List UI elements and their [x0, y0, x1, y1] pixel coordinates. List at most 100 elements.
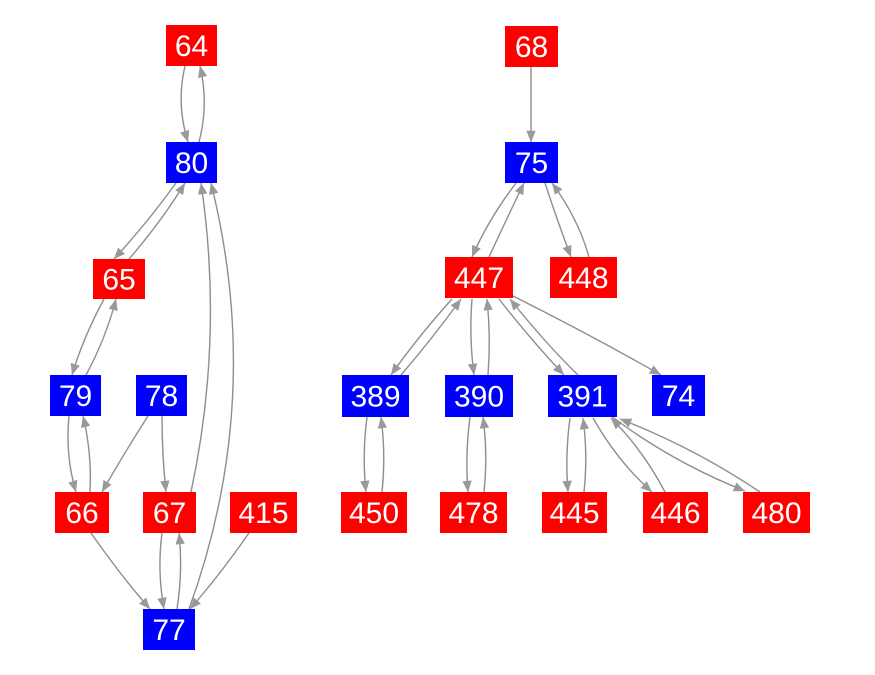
edge-391-446	[592, 417, 653, 493]
node-label: 66	[65, 497, 98, 530]
edge-480-391	[619, 418, 761, 493]
node-box	[143, 609, 195, 650]
edge-450-389	[377, 416, 388, 493]
node-391: 391	[548, 375, 617, 417]
node-box	[230, 492, 297, 533]
node-label: 478	[448, 497, 498, 530]
node-label: 450	[349, 497, 399, 530]
node-68: 68	[505, 26, 558, 67]
node-label: 75	[515, 147, 548, 180]
edge-446-391	[610, 417, 666, 493]
edge-65-80	[128, 182, 186, 260]
node-box	[550, 257, 617, 298]
edge-79-66	[67, 415, 78, 493]
node-80: 80	[166, 142, 217, 183]
node-75: 75	[505, 142, 558, 183]
edge-75-447	[471, 182, 517, 258]
node-box	[445, 257, 513, 298]
node-box	[542, 492, 607, 533]
node-450: 450	[341, 492, 407, 533]
node-label: 80	[175, 147, 208, 180]
node-box	[505, 26, 558, 67]
node-390: 390	[445, 375, 513, 417]
edge-447-75	[488, 182, 525, 258]
node-78: 78	[136, 375, 187, 416]
node-label: 446	[650, 497, 700, 530]
node-label: 480	[751, 497, 801, 530]
edge-391-480	[610, 415, 746, 492]
edge-78-67	[160, 415, 170, 493]
node-box	[143, 492, 196, 533]
edge-77-67	[175, 532, 185, 610]
node-label: 64	[175, 30, 208, 63]
edge-390-478	[462, 416, 472, 493]
edge-447-74	[512, 295, 662, 376]
edge-66-79	[81, 415, 92, 493]
node-label: 391	[557, 381, 607, 414]
edge-448-75	[551, 182, 590, 258]
node-label: 390	[454, 381, 504, 414]
edge-80-64	[198, 65, 208, 143]
node-box	[93, 259, 145, 299]
node-label: 447	[454, 262, 504, 295]
node-65: 65	[93, 259, 145, 299]
node-label: 67	[153, 497, 186, 530]
node-447: 447	[445, 257, 513, 298]
node-label: 74	[662, 380, 695, 413]
edge-389-447	[400, 298, 462, 376]
node-label: 445	[549, 497, 599, 530]
edge-layer	[67, 65, 761, 610]
node-415: 415	[230, 492, 297, 533]
node-label: 389	[350, 381, 400, 414]
node-79: 79	[50, 375, 101, 416]
node-478: 478	[440, 492, 507, 533]
node-label: 448	[558, 262, 608, 295]
node-box	[55, 492, 109, 533]
edge-80-65	[113, 182, 177, 260]
edge-77-80	[188, 182, 235, 610]
node-77: 77	[143, 609, 195, 650]
node-445: 445	[542, 492, 607, 533]
edge-391-447	[509, 298, 579, 376]
node-446: 446	[643, 492, 708, 533]
edge-64-80	[180, 65, 190, 143]
edge-447-389	[390, 298, 453, 376]
node-box	[505, 142, 558, 183]
node-box	[50, 375, 101, 416]
node-label: 77	[152, 614, 185, 647]
edge-79-65	[85, 298, 118, 376]
node-480: 480	[743, 492, 810, 533]
node-box	[342, 375, 409, 417]
node-67: 67	[143, 492, 196, 533]
edge-67-80	[190, 182, 212, 493]
edge-391-445	[562, 417, 572, 493]
node-layer: 64 80 65 79 78 66 67 415 77 68 75 447 448 389 390 391 74…	[50, 25, 810, 650]
edge-415-77	[189, 532, 250, 610]
node-box	[445, 375, 513, 417]
node-box	[341, 492, 407, 533]
node-389: 389	[342, 375, 409, 417]
edge-78-66	[101, 415, 149, 493]
edge-389-450	[360, 416, 370, 493]
node-box	[652, 375, 705, 416]
node-label: 68	[515, 31, 548, 64]
edge-390-447	[483, 298, 493, 376]
edge-66-77	[90, 532, 151, 610]
node-label: 79	[59, 380, 92, 413]
node-66: 66	[55, 492, 109, 533]
node-box	[548, 375, 617, 417]
node-box	[166, 25, 217, 66]
node-box	[743, 492, 810, 533]
node-label: 415	[238, 497, 288, 530]
node-label: 78	[145, 380, 178, 413]
edge-478-390	[479, 416, 490, 493]
edge-75-448	[544, 182, 572, 258]
node-box	[440, 492, 507, 533]
edge-447-391	[498, 298, 565, 376]
node-box	[166, 142, 217, 183]
edge-447-390	[467, 298, 478, 376]
node-74: 74	[652, 375, 705, 416]
node-box	[136, 375, 187, 416]
